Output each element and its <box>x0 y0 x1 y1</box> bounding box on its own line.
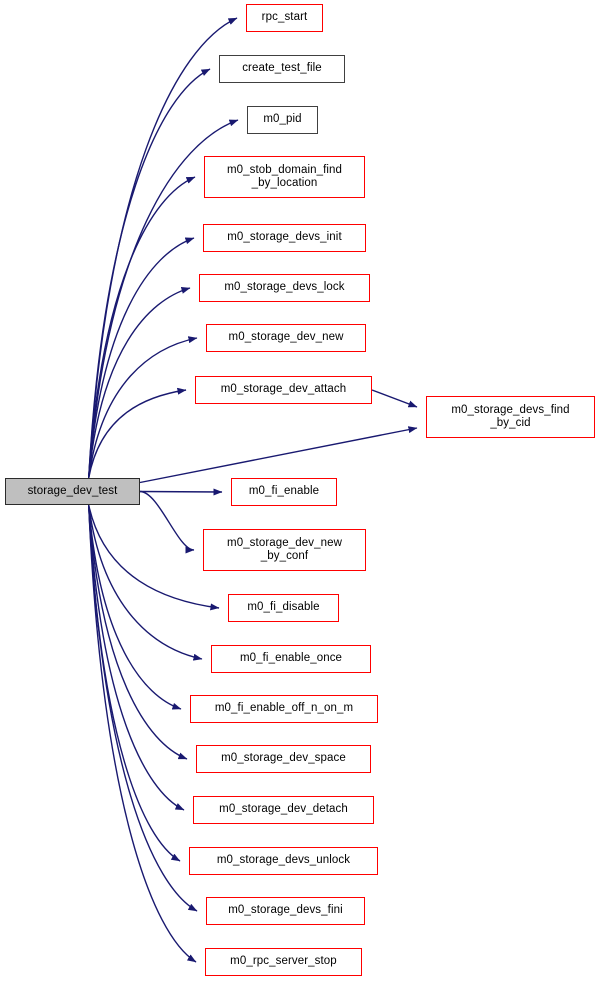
edge-storage-dev-test-to-m0-rpc-server-stop <box>88 504 197 963</box>
graph-node-m0-pid[interactable]: m0_pid <box>247 106 318 134</box>
graph-node-label: m0_fi_enable_off_n_on_m <box>214 702 354 715</box>
edge-storage-dev-test-to-m0-storage-devs-init <box>88 237 195 479</box>
graph-node-label: m0_storage_dev_detach <box>219 803 348 816</box>
graph-node-m0-storage-dev-new[interactable]: m0_storage_dev_new <box>206 324 366 352</box>
graph-node-m0-storage-dev-detach[interactable]: m0_storage_dev_detach <box>193 796 374 824</box>
graph-node-rpc-start[interactable]: rpc_start <box>246 4 323 32</box>
graph-node-label: m0_storage_devs_init <box>227 231 342 244</box>
graph-node-label: m0_fi_disable <box>247 601 320 614</box>
graph-node-m0-storage-devs-find-by-cid[interactable]: m0_storage_devs_find _by_cid <box>426 396 595 438</box>
graph-node-label: m0_pid <box>263 113 302 126</box>
graph-node-label: rpc_start <box>261 11 308 24</box>
graph-node-m0-stob-domain-find-by-location[interactable]: m0_stob_domain_find _by_location <box>204 156 365 198</box>
graph-node-label: m0_rpc_server_stop <box>230 955 337 968</box>
edge-storage-dev-test-to-create-test-file <box>88 68 211 479</box>
graph-node-label: storage_dev_test <box>27 484 118 497</box>
edge-storage-dev-test-to-m0-storage-dev-new <box>88 336 198 479</box>
edge-storage-dev-test-to-m0-fi-enable-once <box>88 504 203 661</box>
graph-node-m0-storage-dev-attach[interactable]: m0_storage_dev_attach <box>195 376 372 404</box>
edge-m0-storage-dev-attach-to-m0-storage-devs-find-by-cid <box>371 389 418 408</box>
graph-node-label: m0_storage_devs_fini <box>228 904 343 917</box>
graph-node-label: m0_storage_devs_lock <box>224 281 345 294</box>
graph-node-m0-storage-dev-new-by-conf[interactable]: m0_storage_dev_new _by_conf <box>203 529 366 571</box>
edge-storage-dev-test-to-m0-stob-domain-find-by-location <box>88 176 196 479</box>
graph-node-label: m0_storage_dev_new _by_conf <box>227 536 342 563</box>
graph-node-m0-storage-devs-lock[interactable]: m0_storage_devs_lock <box>199 274 370 302</box>
graph-node-m0-storage-devs-unlock[interactable]: m0_storage_devs_unlock <box>189 847 378 875</box>
edge-storage-dev-test-to-m0-storage-devs-fini <box>88 504 198 912</box>
edge-storage-dev-test-to-m0-fi-enable <box>139 488 223 496</box>
graph-node-m0-storage-dev-space[interactable]: m0_storage_dev_space <box>196 745 371 773</box>
edge-storage-dev-test-to-m0-storage-devs-find-by-cid <box>139 426 418 484</box>
edge-storage-dev-test-to-m0-storage-dev-new-by-conf <box>139 490 195 554</box>
graph-node-label: m0_fi_enable_once <box>239 652 343 665</box>
graph-node-label: m0_stob_domain_find _by_location <box>226 163 343 190</box>
graph-node-label: m0_storage_dev_space <box>221 752 346 765</box>
graph-node-m0-fi-disable[interactable]: m0_fi_disable <box>228 594 339 622</box>
graph-node-label: m0_fi_enable <box>248 485 320 498</box>
edge-storage-dev-test-to-m0-storage-dev-space <box>88 504 188 760</box>
edge-storage-dev-test-to-m0-storage-devs-lock <box>88 287 191 479</box>
graph-node-create-test-file[interactable]: create_test_file <box>219 55 345 83</box>
graph-node-m0-fi-enable[interactable]: m0_fi_enable <box>231 478 337 506</box>
graph-node-m0-storage-devs-fini[interactable]: m0_storage_devs_fini <box>206 897 365 925</box>
graph-node-m0-fi-enable-off-n-on-m[interactable]: m0_fi_enable_off_n_on_m <box>190 695 378 723</box>
graph-node-m0-fi-enable-once[interactable]: m0_fi_enable_once <box>211 645 371 673</box>
graph-node-label: m0_storage_devs_find _by_cid <box>451 403 570 430</box>
graph-node-label: m0_storage_devs_unlock <box>216 854 351 867</box>
edge-storage-dev-test-to-m0-fi-disable <box>88 504 220 611</box>
graph-node-label: create_test_file <box>242 62 322 75</box>
graph-node-m0-rpc-server-stop[interactable]: m0_rpc_server_stop <box>205 948 362 976</box>
graph-node-m0-storage-devs-init[interactable]: m0_storage_devs_init <box>203 224 366 252</box>
graph-node-label: m0_storage_dev_new <box>228 331 344 344</box>
graph-node-label: m0_storage_dev_attach <box>220 383 347 396</box>
edge-storage-dev-test-to-m0-storage-dev-detach <box>88 504 185 811</box>
graph-node-storage-dev-test[interactable]: storage_dev_test <box>5 478 140 505</box>
edge-storage-dev-test-to-m0-storage-dev-attach <box>88 387 187 479</box>
edge-storage-dev-test-to-m0-fi-enable-off-n-on-m <box>88 504 182 710</box>
edge-storage-dev-test-to-m0-storage-devs-unlock <box>88 504 181 862</box>
